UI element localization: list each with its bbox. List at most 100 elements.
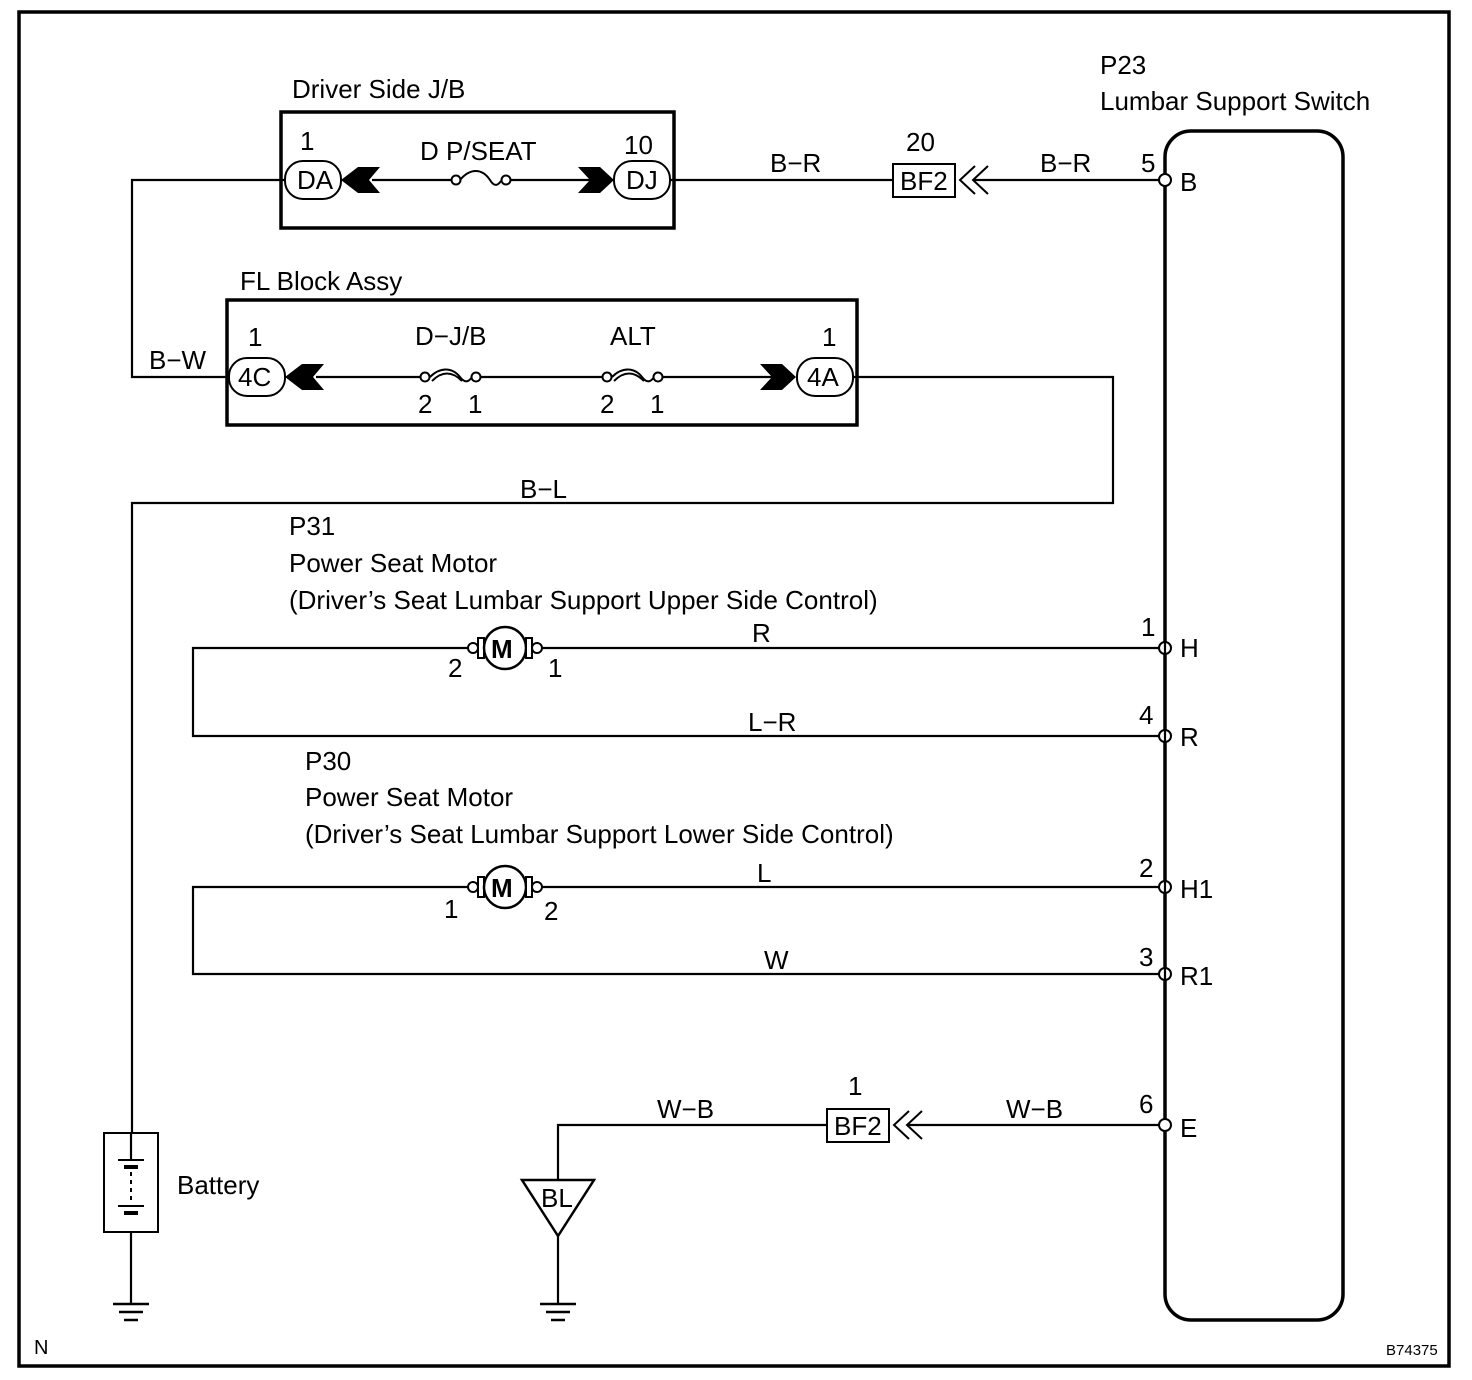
- djb-pin-1: [470, 371, 482, 383]
- fuse-dpseat-label: D P/SEAT: [420, 136, 537, 166]
- wire-l-r-line: [191, 646, 1159, 738]
- wire-w-line: [191, 885, 1159, 976]
- djb-pin-2: [419, 371, 431, 383]
- terminal-h1-name: H1: [1180, 874, 1213, 904]
- wire-b-r-label-1: B−R: [770, 148, 821, 178]
- terminal-h-pin: 1: [1141, 612, 1155, 642]
- motor-upper-pin-left-dot: [467, 642, 479, 654]
- motor-upper-desc: (Driver’s Seat Lumbar Support Upper Side…: [289, 585, 878, 615]
- fl-block-assy: FL Block Assy 1 4C D−J/B 2 1 ALT 2 1 1 4…: [225, 266, 859, 427]
- motor-lower-pin-left: 1: [444, 894, 458, 924]
- terminal-r1-pin: 3: [1139, 942, 1153, 972]
- motor-lower-desc: (Driver’s Seat Lumbar Support Lower Side…: [305, 819, 894, 849]
- fuse-pin-right: [500, 174, 512, 186]
- terminal-e-dot: [1158, 1118, 1172, 1132]
- wire-w-b-label-2: W−B: [1006, 1094, 1063, 1124]
- wire-r-label: R: [752, 618, 771, 648]
- switch-code: P23: [1100, 50, 1146, 80]
- wire-b-l: B−L: [130, 375, 1115, 1133]
- motor-upper-symbol: M: [491, 634, 513, 664]
- battery-label: Battery: [177, 1170, 259, 1200]
- alt-pin-1: [652, 371, 664, 383]
- 4c-pin: 1: [248, 322, 262, 352]
- dj-arrow-icon: [578, 167, 614, 193]
- da-label: DA: [297, 165, 334, 195]
- figure-id: B74375: [1386, 1342, 1438, 1359]
- fuse-pin-left: [450, 174, 462, 186]
- diagram-frame: [17, 10, 1451, 1368]
- da-pin: 1: [300, 126, 314, 156]
- wire-b-l-line: [130, 375, 1115, 1133]
- alt-pin-b: 1: [650, 389, 664, 419]
- wire-w-label: W: [764, 945, 789, 975]
- wire-w-b-left: [556, 1123, 827, 1180]
- alt-fuse-icon-2: [613, 372, 645, 382]
- motor-upper-name: Power Seat Motor: [289, 548, 497, 578]
- 4c-label: 4C: [238, 362, 271, 392]
- dj-pin: 10: [624, 130, 653, 160]
- terminal-b-pin: 5: [1141, 148, 1155, 178]
- driver-jb-title: Driver Side J/B: [292, 74, 465, 104]
- fl-block-title: FL Block Assy: [240, 266, 402, 296]
- wire-w-b-label-1: W−B: [657, 1094, 714, 1124]
- terminal-e-pin: 6: [1139, 1089, 1153, 1119]
- alt-pin-a: 2: [600, 389, 614, 419]
- motor-lower: P30 Power Seat Motor (Driver’s Seat Lumb…: [191, 746, 1159, 976]
- bf2-top-label: BF2: [900, 166, 948, 196]
- 4a-pin: 1: [822, 322, 836, 352]
- bf2-top-pin: 20: [906, 127, 935, 157]
- motor-upper: P31 Power Seat Motor (Driver’s Seat Lumb…: [191, 511, 1159, 738]
- bf2-bottom-pin: 1: [848, 1071, 862, 1101]
- terminal-r-name: R: [1180, 722, 1199, 752]
- motor-lower-pin-left-dot: [467, 881, 479, 893]
- driver-jb-box: [279, 110, 676, 230]
- ground-path: W−B BF2 1 W−B BL: [519, 1071, 1159, 1322]
- terminal-b-dot: [1158, 173, 1172, 187]
- djb-fuse-icon-2: [431, 372, 463, 382]
- wire-b-r-label-2: B−R: [1040, 148, 1091, 178]
- motor-lower-name: Power Seat Motor: [305, 782, 513, 812]
- terminal-e-name: E: [1180, 1113, 1197, 1143]
- alt-fuse-icon: [611, 368, 655, 383]
- motor-lower-pin-right: 2: [544, 896, 558, 926]
- motor-upper-pin-right-dot: [531, 642, 543, 654]
- wire-b-r: B−R BF2 20 B−R: [670, 127, 1159, 198]
- corner-label: N: [34, 1337, 48, 1359]
- motor-lower-symbol: M: [491, 873, 513, 903]
- 4a-label: 4A: [807, 362, 839, 392]
- fl-block-box: [225, 298, 859, 427]
- bf2-bottom-connector: [826, 1108, 890, 1143]
- motor-upper-code: P31: [289, 511, 335, 541]
- 4a-arrow-icon: [760, 364, 796, 390]
- djb-label: D−J/B: [415, 321, 487, 351]
- wire-b-w-label: B−W: [149, 345, 207, 375]
- alt-pin-2: [601, 371, 613, 383]
- wire-l-r-label: L−R: [748, 707, 796, 737]
- terminal-r-pin: 4: [1139, 700, 1153, 730]
- wire-b-w: B−W: [130, 178, 285, 379]
- motor-lower-code: P30: [305, 746, 351, 776]
- terminal-b-name: B: [1180, 167, 1197, 197]
- dj-label: DJ: [626, 165, 658, 195]
- battery: Battery: [103, 1132, 259, 1322]
- 4c-arrow-icon: [285, 364, 324, 390]
- wire-b-l-label: B−L: [520, 474, 567, 504]
- terminal-h1-pin: 2: [1139, 853, 1153, 883]
- djb-fuse-icon: [429, 368, 473, 383]
- wire-b-w-line: [130, 178, 285, 379]
- motor-upper-pin-right: 1: [548, 653, 562, 683]
- ground-point-bl-label: BL: [541, 1183, 573, 1213]
- djb-pin-b: 1: [468, 389, 482, 419]
- ground-point-bl-icon: [519, 1178, 597, 1239]
- da-arrow-icon: [341, 167, 380, 193]
- bf2-top-connector: [892, 163, 956, 198]
- fuse-icon: [459, 170, 503, 186]
- terminal-h-name: H: [1180, 633, 1199, 663]
- wire-l-label: L: [757, 858, 771, 888]
- terminal-r1-name: R1: [1180, 961, 1213, 991]
- driver-side-jb: Driver Side J/B 1 DA D P/SEAT 10 DJ: [279, 74, 676, 230]
- switch-terminals: 5 B 1 H 4 R 2 H1 3 R1 6 E: [1139, 148, 1213, 1143]
- motor-lower-pin-right-dot: [531, 881, 543, 893]
- djb-pin-a: 2: [418, 389, 432, 419]
